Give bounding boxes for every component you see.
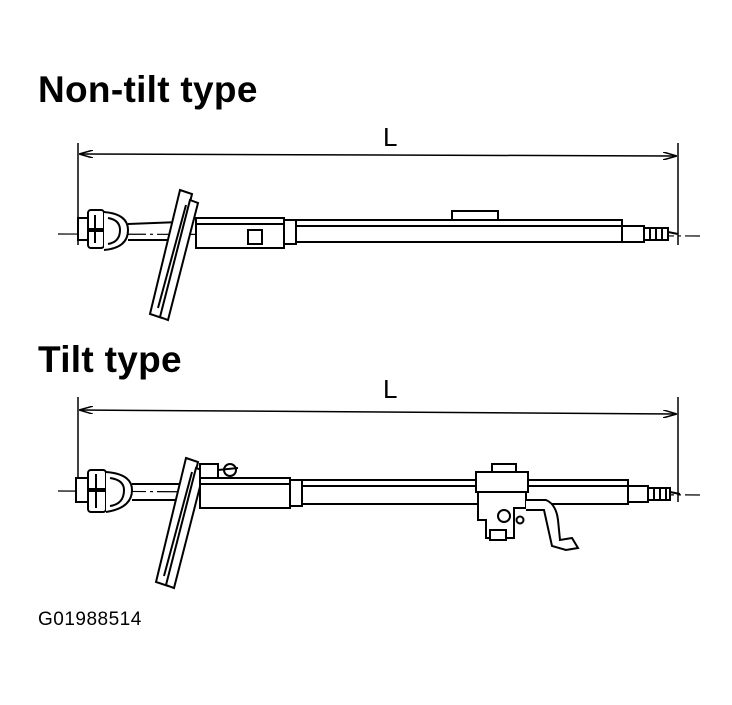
tilt-yoke-end	[75, 477, 89, 503]
tilt-length-label: L	[383, 374, 398, 404]
tilt-release-lever	[526, 499, 580, 552]
non-tilt-type-title: Non-tilt type	[38, 69, 258, 110]
tilt-column-tube	[301, 479, 629, 505]
non-tilt-yoke-end	[77, 217, 89, 241]
non-tilt-dimension-line	[80, 154, 676, 156]
tilt-type-title: Tilt type	[38, 339, 182, 380]
non-tilt-column	[57, 143, 701, 322]
non-tilt-column-tube	[295, 219, 623, 243]
non-tilt-length-label: L	[383, 122, 398, 152]
figure-code: G01988514	[38, 609, 142, 630]
tilt-column	[57, 397, 701, 590]
tilt-dimension-line	[80, 410, 676, 414]
